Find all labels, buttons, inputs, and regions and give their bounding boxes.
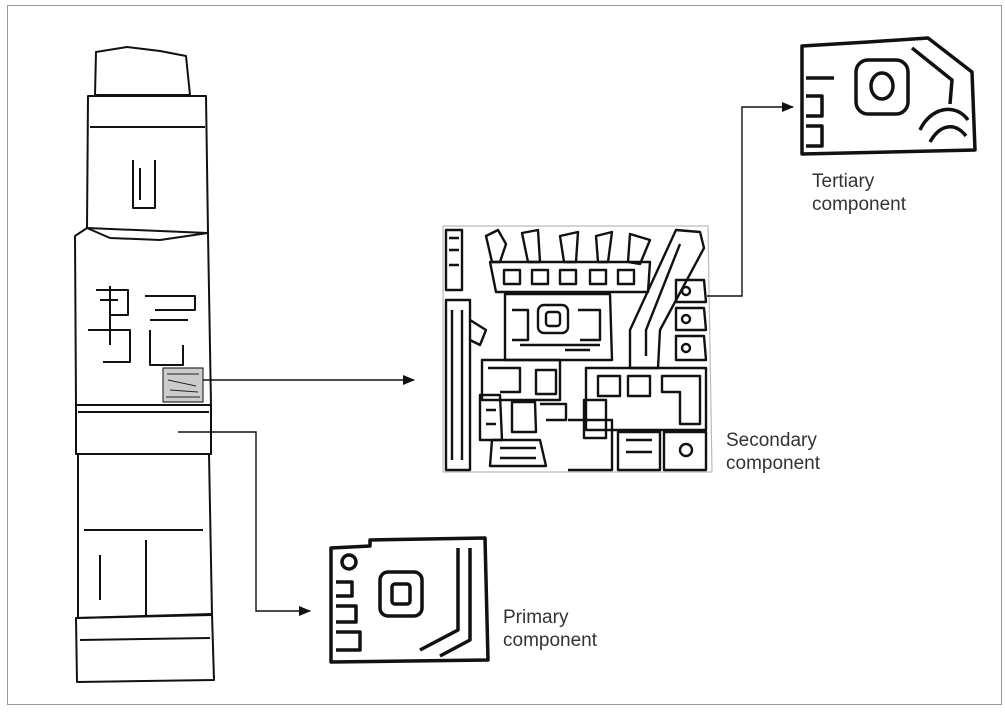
secondary-label-line2: component: [726, 453, 821, 474]
primary-label-line1: Primary: [503, 607, 569, 628]
monolith-icon: [74, 46, 215, 683]
tertiary-label-line1: Tertiary: [812, 171, 875, 192]
connectors: [178, 102, 794, 616]
staff-god-relief-icon: [442, 225, 713, 473]
arrow-to-primary: [178, 431, 311, 616]
primary-label-line2: component: [503, 630, 598, 651]
tertiary-component-label: Tertiary component: [812, 170, 906, 216]
primary-glyph-icon: [329, 536, 490, 664]
secondary-label-line1: Secondary: [726, 430, 817, 451]
arrow-to-tertiary: [707, 102, 794, 297]
primary-component-label: Primary component: [503, 606, 597, 652]
secondary-component-label: Secondary component: [726, 429, 820, 475]
tertiary-label-line2: component: [812, 194, 907, 215]
tertiary-glyph-icon: [800, 36, 977, 156]
